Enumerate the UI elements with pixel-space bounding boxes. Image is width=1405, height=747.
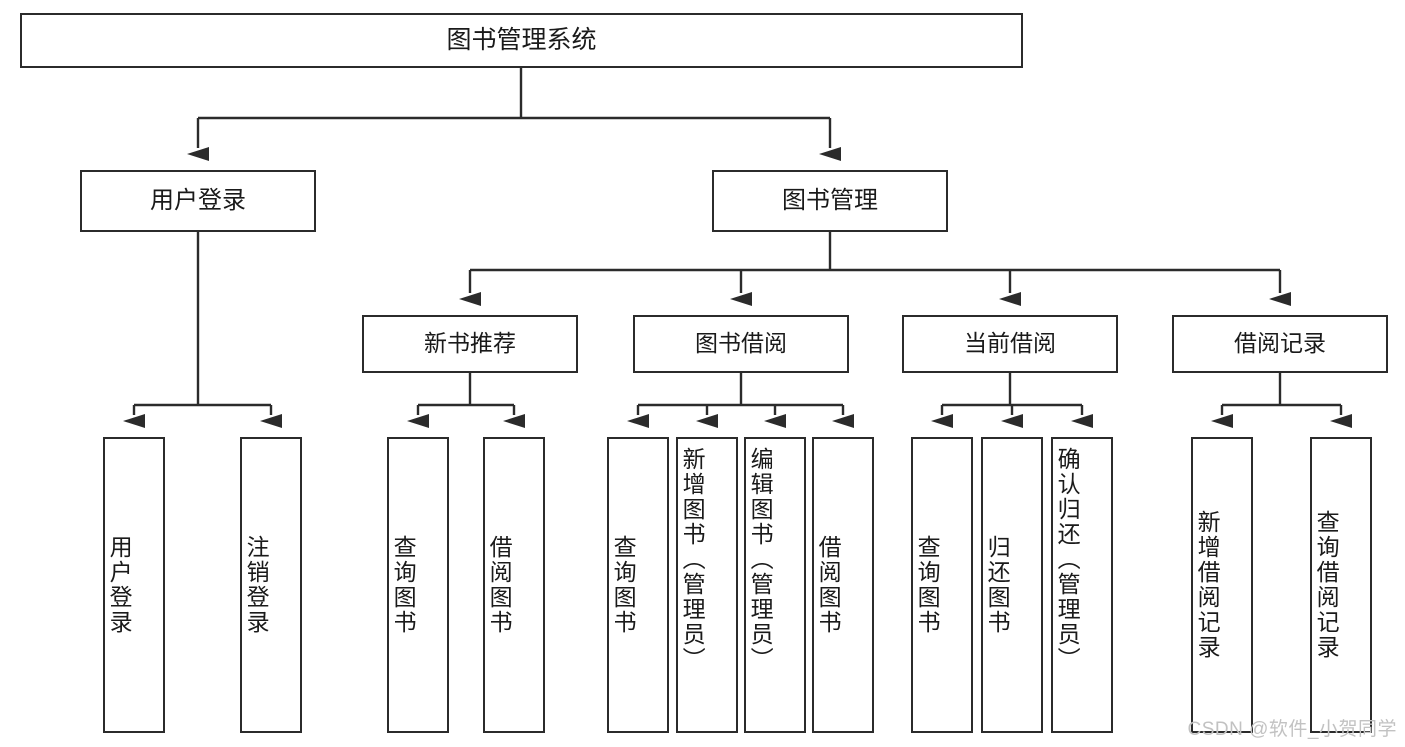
node-user-login[interactable]: 用户登录 <box>80 170 316 232</box>
node-leaf-logout[interactable]: 注销登录 <box>240 437 302 733</box>
node-book-borrow[interactable]: 图书借阅 <box>633 315 849 373</box>
node-root[interactable]: 图书管理系统 <box>20 13 1023 68</box>
node-leaf-add-record-label: 新增借阅记录 <box>1194 510 1221 660</box>
node-borrow-record[interactable]: 借阅记录 <box>1172 315 1388 373</box>
node-leaf-query-book-label: 查询图书 <box>610 535 637 635</box>
node-leaf-borrow-book-rec[interactable]: 借阅图书 <box>483 437 545 733</box>
node-new-book-rec[interactable]: 新书推荐 <box>362 315 578 373</box>
node-leaf-confirm-return-label: 确认归还（管理员） <box>1054 447 1081 672</box>
node-leaf-edit-book-label: 编辑图书（管理员） <box>747 447 774 672</box>
node-book-manage[interactable]: 图书管理 <box>712 170 948 232</box>
node-current-borrow-label: 当前借阅 <box>964 330 1056 357</box>
node-root-label: 图书管理系统 <box>446 25 597 54</box>
node-leaf-return-book[interactable]: 归还图书 <box>981 437 1043 733</box>
node-leaf-query-book-cur[interactable]: 查询图书 <box>911 437 973 733</box>
node-book-manage-label: 图书管理 <box>782 186 878 214</box>
node-leaf-add-record[interactable]: 新增借阅记录 <box>1191 437 1253 733</box>
node-leaf-query-record[interactable]: 查询借阅记录 <box>1310 437 1372 733</box>
node-new-book-rec-label: 新书推荐 <box>424 330 516 357</box>
node-leaf-query-book[interactable]: 查询图书 <box>607 437 669 733</box>
node-leaf-borrow-book-rec-label: 借阅图书 <box>486 535 513 635</box>
node-leaf-query-book-rec-label: 查询图书 <box>390 535 417 635</box>
node-leaf-return-book-label: 归还图书 <box>984 535 1011 635</box>
node-leaf-logout-label: 注销登录 <box>243 535 270 635</box>
node-book-borrow-label: 图书借阅 <box>695 330 787 357</box>
node-leaf-user-login-label: 用户登录 <box>106 535 133 635</box>
node-leaf-borrow-book-label: 借阅图书 <box>815 535 842 635</box>
node-leaf-query-book-rec[interactable]: 查询图书 <box>387 437 449 733</box>
node-borrow-record-label: 借阅记录 <box>1234 330 1326 357</box>
node-user-login-label: 用户登录 <box>150 186 246 214</box>
node-leaf-add-book[interactable]: 新增图书（管理员） <box>676 437 738 733</box>
csdn-watermark: CSDN @软件_小贺同学 <box>1187 719 1397 740</box>
node-leaf-edit-book[interactable]: 编辑图书（管理员） <box>744 437 806 733</box>
node-leaf-query-record-label: 查询借阅记录 <box>1313 510 1340 660</box>
node-leaf-confirm-return[interactable]: 确认归还（管理员） <box>1051 437 1113 733</box>
node-leaf-borrow-book[interactable]: 借阅图书 <box>812 437 874 733</box>
node-current-borrow[interactable]: 当前借阅 <box>902 315 1118 373</box>
node-leaf-add-book-label: 新增图书（管理员） <box>679 447 706 672</box>
node-leaf-user-login[interactable]: 用户登录 <box>103 437 165 733</box>
node-leaf-query-book-cur-label: 查询图书 <box>914 535 941 635</box>
